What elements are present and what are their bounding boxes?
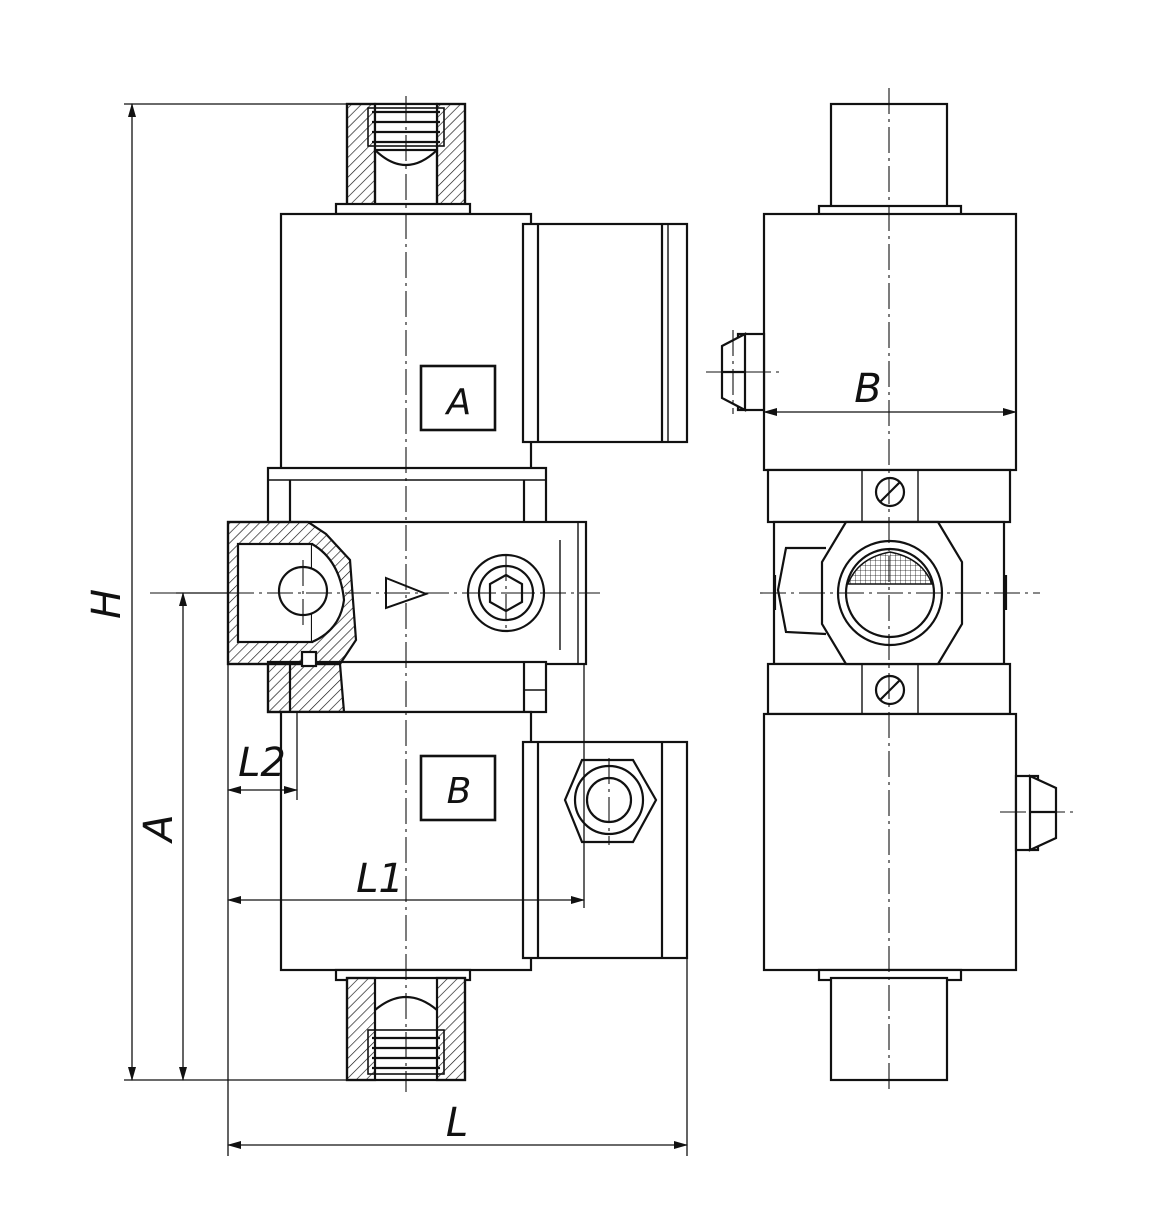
side-view xyxy=(706,88,1076,1092)
front-view xyxy=(150,96,689,1092)
coil-a-label: A xyxy=(445,382,472,423)
dimension-l2-label: L2 xyxy=(238,740,286,786)
dimension-l-label: L xyxy=(446,1100,468,1146)
side-center-lines xyxy=(706,88,1076,1092)
side-coil-lower xyxy=(762,712,1018,972)
bottom-fitting xyxy=(334,968,472,1082)
coil-a xyxy=(279,212,689,472)
side-coil-upper xyxy=(762,212,1018,472)
coil-b-label-box xyxy=(419,754,497,822)
top-fitting xyxy=(334,102,472,216)
dimension-lines xyxy=(124,103,1017,1156)
front-center-lines xyxy=(150,96,610,1092)
coil-b-label: B xyxy=(447,771,472,812)
dimension-l1-label: L1 xyxy=(356,856,404,902)
coil-b xyxy=(279,710,689,972)
dimension-a-label: A xyxy=(136,814,182,844)
coil-a-label-box xyxy=(419,364,497,432)
dimension-b-label: B xyxy=(854,366,881,412)
dimension-h-label: H xyxy=(84,589,130,619)
inlet-section xyxy=(226,520,358,714)
